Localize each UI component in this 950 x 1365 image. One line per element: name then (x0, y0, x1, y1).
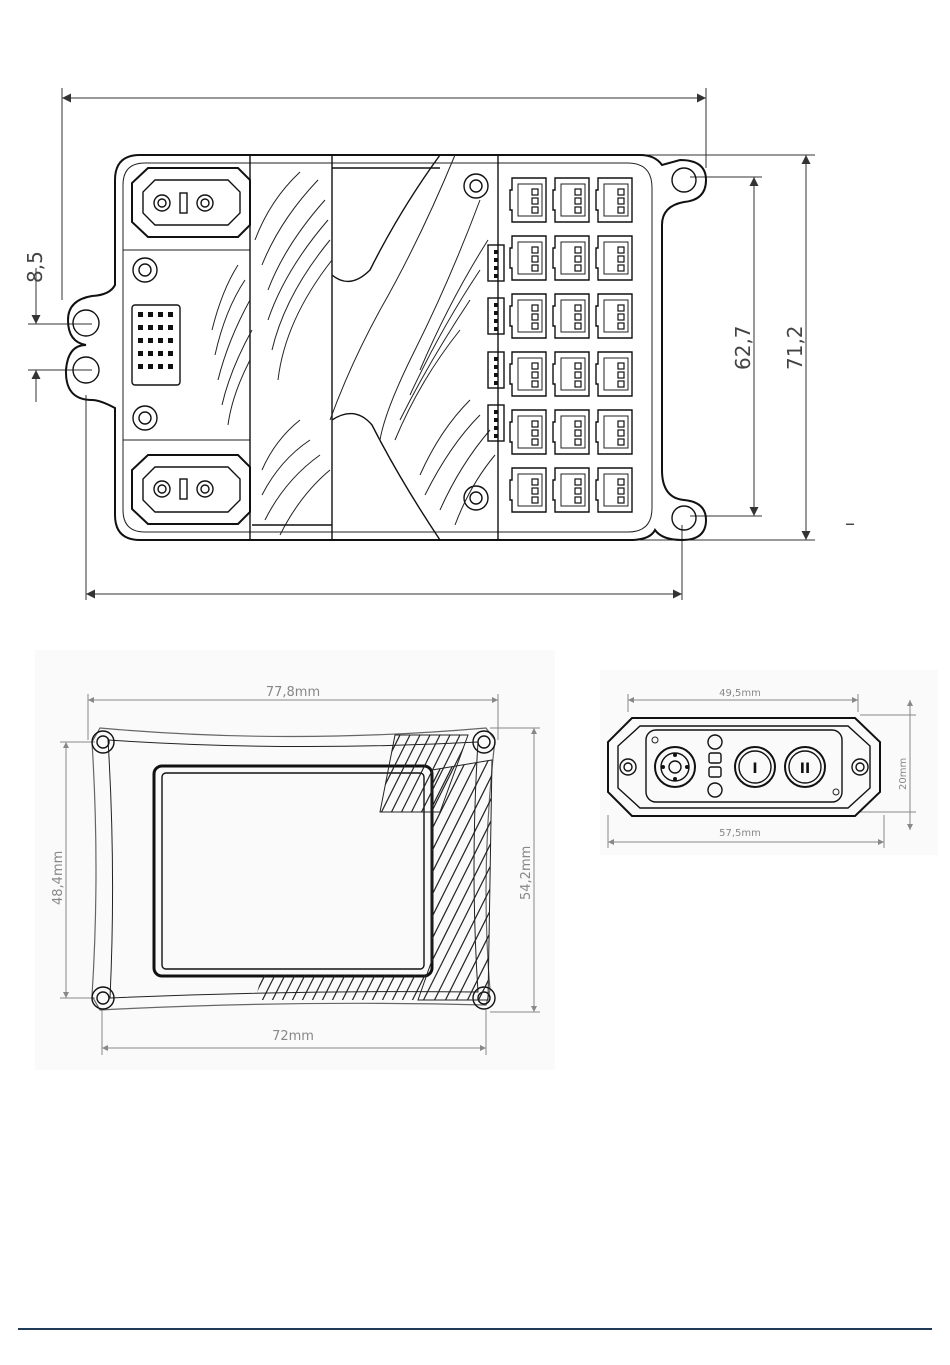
screw (464, 174, 488, 198)
screw (133, 406, 157, 430)
pin-header-block (132, 305, 180, 385)
top-view: 8,5 62,7 71,2 – (23, 88, 855, 600)
dim-bottom-label: 57,5mm (719, 828, 761, 839)
servo-connector (596, 236, 632, 280)
mounting-hole (672, 506, 696, 530)
stray-mark: – (845, 511, 855, 535)
small-connector-column (488, 245, 504, 441)
mounting-hole (73, 310, 99, 336)
servo-connector (553, 468, 589, 512)
servo-connector (553, 178, 589, 222)
servo-connector (596, 178, 632, 222)
dim-bottom-label: 72mm (272, 1029, 314, 1044)
device-outline (66, 155, 706, 540)
servo-connector (510, 352, 546, 396)
dim-right-label: 54,2mm (519, 846, 534, 900)
power-connector-top (132, 168, 250, 237)
footer-rule (18, 1328, 932, 1330)
servo-connector (510, 294, 546, 338)
servo-connector (596, 352, 632, 396)
switch-button-2-label: II (800, 761, 810, 777)
front-panel-view: 77,8mm 72mm 48,4mm 54,2mm (35, 650, 623, 1070)
dim-hole-spacing-label: 62,7 (731, 325, 755, 370)
servo-connector-grid (510, 178, 632, 512)
mounting-hole (672, 168, 696, 192)
power-connector-bottom (132, 455, 250, 524)
dim-right-label: 20mm (898, 758, 909, 790)
switch-button-1-label: I (752, 761, 757, 777)
dim-top-label: 77,8mm (266, 685, 320, 700)
servo-connector (510, 178, 546, 222)
dim-left-label: 48,4mm (51, 851, 66, 905)
dim-top-label: 49,5mm (719, 688, 761, 699)
servo-connector (596, 468, 632, 512)
servo-connector (510, 410, 546, 454)
switch-panel-view: 49,5mm 57,5mm 20mm I (600, 670, 938, 855)
dim-left-offset-label: 8,5 (23, 251, 47, 283)
screw (464, 486, 488, 510)
servo-connector (553, 352, 589, 396)
servo-connector (596, 294, 632, 338)
servo-connector (553, 236, 589, 280)
drawing-background (600, 670, 938, 855)
servo-connector (510, 236, 546, 280)
inner-outline (123, 163, 652, 532)
heatsink (212, 155, 498, 540)
screw (133, 258, 157, 282)
servo-connector (553, 410, 589, 454)
dim-height-label: 71,2 (783, 325, 807, 370)
servo-connector (596, 410, 632, 454)
servo-connector (510, 468, 546, 512)
servo-connector (553, 294, 589, 338)
